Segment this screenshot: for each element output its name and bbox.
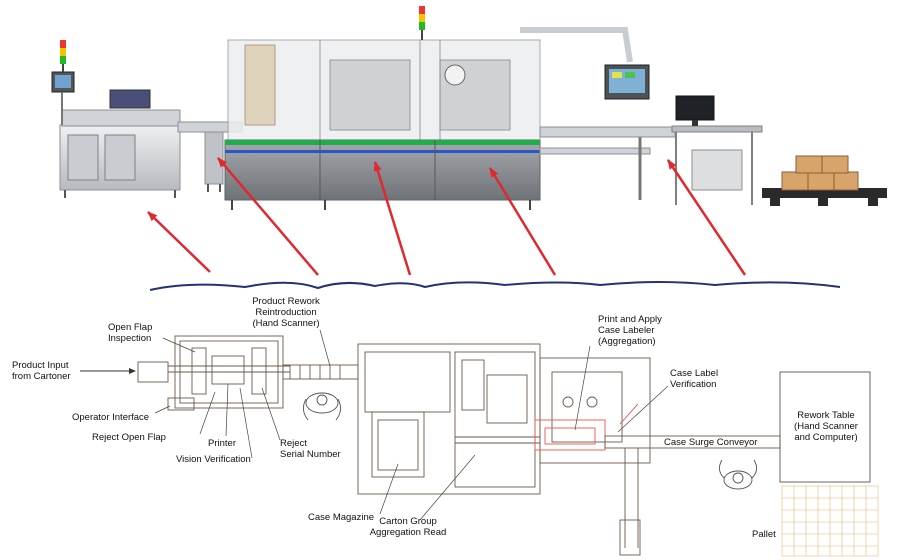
stack-light-icon [419, 6, 425, 40]
callout-arrows [147, 157, 747, 276]
monitor-icon [675, 95, 715, 126]
label-case-magazine: Case Magazine [308, 512, 374, 523]
rework-table-illustration [671, 95, 763, 205]
inspection-station [51, 40, 181, 198]
label-case-surge-conveyor: Case Surge Conveyor [664, 437, 757, 448]
hmi-screen-icon [604, 64, 650, 100]
layout-drawing [80, 329, 879, 557]
label-pallet: Pallet [752, 529, 776, 540]
operator-figure-icon [719, 459, 757, 490]
arrow-inspection [147, 211, 211, 273]
operator-figure-icon [303, 392, 341, 421]
printer-unit-icon [109, 89, 151, 109]
stack-light-icon [60, 40, 66, 72]
case-packer [224, 6, 633, 210]
label-operator-interface: Operator Interface [72, 412, 149, 423]
arrow-case-erector [373, 161, 412, 276]
label-printer: Printer [208, 438, 236, 449]
operator-interface-box [167, 397, 195, 411]
pallet-with-cases [762, 155, 887, 206]
labeler-highlight [534, 419, 606, 451]
wavy-brace [149, 281, 841, 291]
arrow-conveyor [217, 157, 319, 276]
arrow-surge-conveyor [666, 159, 747, 276]
rework-table-box [779, 371, 871, 483]
label-roll-icon [444, 64, 466, 86]
label-vision-verification: Vision Verification [176, 454, 251, 465]
machine-illustration [51, 6, 887, 210]
arrow-labeler [488, 167, 557, 276]
label-reject-open-flap: Reject Open Flap [92, 432, 166, 443]
pallet-grid [781, 485, 879, 557]
leader-lines [154, 329, 669, 521]
